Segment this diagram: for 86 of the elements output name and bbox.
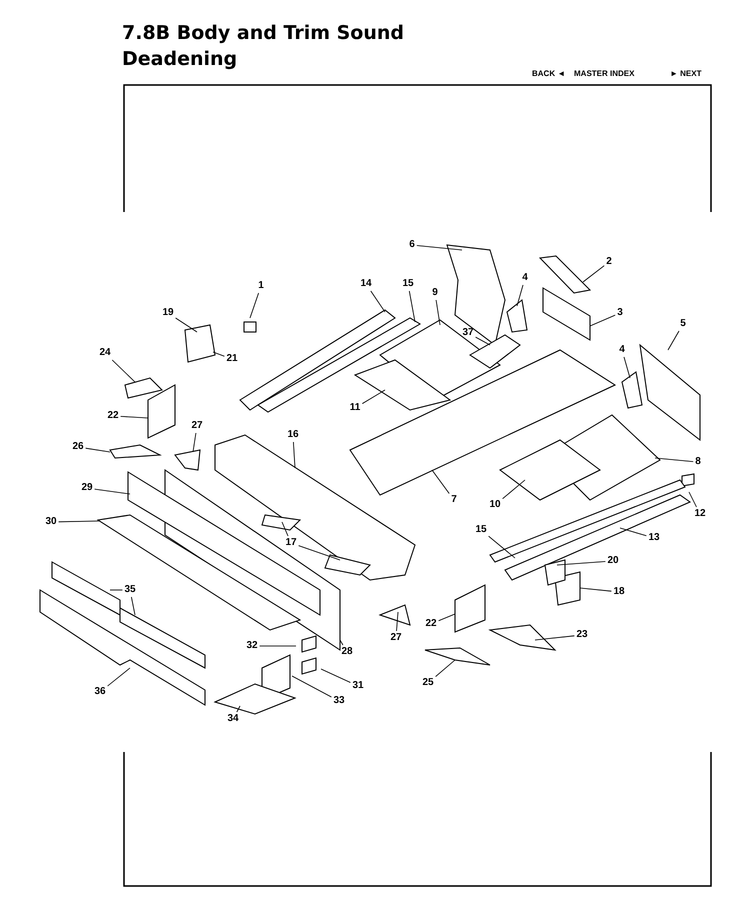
leader-line — [408, 290, 416, 322]
callout-number: 4 — [521, 272, 529, 284]
callout-number: 25 — [421, 677, 435, 689]
leader-line — [475, 336, 490, 346]
leader-line — [534, 635, 575, 640]
callout-number: 1 — [257, 280, 265, 292]
leader-line — [340, 640, 344, 646]
callout-number: 22 — [106, 410, 120, 422]
callout-number: 10 — [488, 499, 502, 511]
leader-line — [175, 318, 198, 332]
leader-line — [236, 706, 240, 712]
leader-line — [432, 470, 450, 494]
callout-number: 37 — [461, 327, 475, 339]
callout-number: 18 — [612, 586, 626, 598]
page-title: 7.8B Body and Trim Sound Deadening — [122, 21, 406, 72]
callout-number: 15 — [401, 278, 415, 290]
leader-line — [556, 561, 606, 566]
callout-number: 22 — [424, 618, 438, 630]
leader-line — [192, 432, 196, 452]
callout-number: 14 — [359, 278, 373, 290]
callout-number: 12 — [693, 508, 707, 520]
leader-line — [438, 614, 456, 622]
callout-number: 36 — [93, 686, 107, 698]
callout-number: 35 — [123, 584, 137, 596]
callout-number: 32 — [245, 640, 259, 652]
leader-line — [107, 668, 130, 686]
callout-number: 16 — [286, 429, 300, 441]
callout-number: 13 — [647, 532, 661, 544]
callout-number: 30 — [44, 516, 58, 528]
callout-number: 27 — [389, 632, 403, 644]
leader-line — [282, 522, 288, 536]
callout-number: 19 — [161, 307, 175, 319]
callout-number: 20 — [606, 555, 620, 567]
callout-number: 17 — [284, 537, 298, 549]
callout-number: 33 — [332, 695, 346, 707]
leader-line — [590, 314, 616, 326]
leader-line — [396, 612, 398, 632]
leader-line — [488, 536, 516, 558]
leader-line — [293, 442, 296, 468]
callout-number: 26 — [71, 441, 85, 453]
nav-link: ► NEXT — [670, 69, 702, 78]
leader-line — [580, 588, 612, 592]
callout-number: 27 — [190, 420, 204, 432]
leader-line — [320, 668, 351, 683]
callout-number: 8 — [694, 456, 702, 468]
callout-number: 15 — [474, 524, 488, 536]
callout-number: 21 — [225, 353, 239, 365]
leader-line — [58, 520, 100, 522]
nav-link: BACK ◄ — [532, 69, 566, 78]
callout-number: 5 — [679, 318, 687, 330]
leader-line — [435, 660, 456, 677]
callout-number: 2 — [605, 256, 613, 268]
callout-number: 9 — [431, 287, 439, 299]
leader-line — [620, 528, 647, 536]
callout-number: 3 — [616, 307, 624, 319]
leader-line — [688, 492, 697, 508]
leader-line — [624, 356, 630, 378]
leader-line — [502, 480, 526, 500]
callout-number: 24 — [98, 347, 112, 359]
callout-number: 7 — [450, 494, 458, 506]
leader-line — [112, 360, 136, 382]
callout-number: 6 — [408, 239, 416, 251]
leader-line — [516, 284, 524, 306]
leader-line — [668, 330, 680, 350]
callout-number: 11 — [348, 402, 362, 414]
leader-line — [654, 458, 694, 462]
callout-number: 29 — [80, 482, 94, 494]
leader-line — [131, 596, 136, 616]
callout-number: 23 — [575, 629, 589, 641]
leader-line — [362, 390, 386, 404]
leader-line — [436, 300, 440, 326]
leader-line — [370, 290, 386, 312]
leader-line — [416, 245, 462, 250]
leader-line — [120, 416, 148, 418]
leader-line — [94, 488, 130, 494]
callout-number: 28 — [340, 646, 354, 658]
leader-line — [250, 292, 259, 318]
leader-line — [298, 545, 340, 560]
leader-line — [582, 265, 605, 282]
leader-line — [85, 448, 110, 452]
callout-number: 34 — [226, 713, 240, 725]
leader-line — [212, 352, 225, 357]
nav-link: MASTER INDEX — [574, 69, 634, 78]
callout-number: 4 — [618, 344, 626, 356]
callout-number: 31 — [351, 680, 365, 692]
leader-line — [292, 676, 332, 698]
